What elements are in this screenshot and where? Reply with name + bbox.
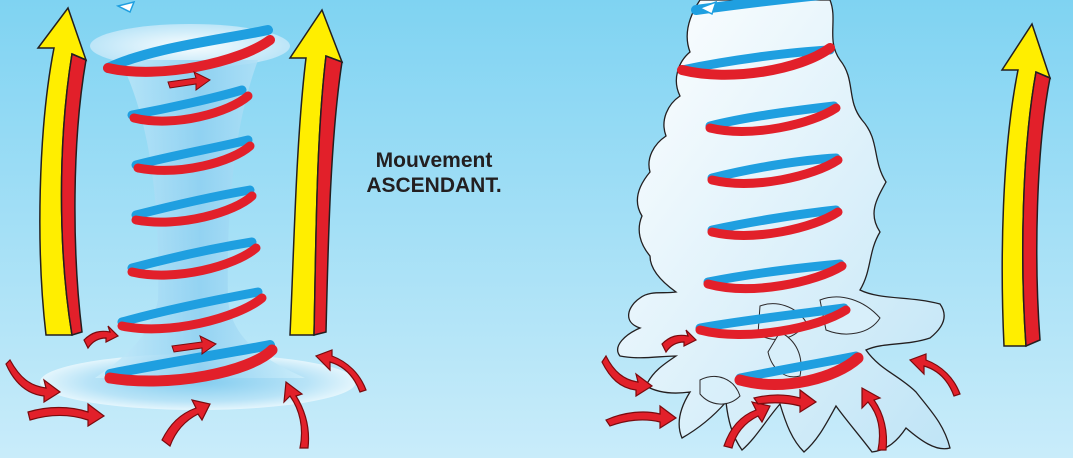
inflow-arrow-icon	[314, 349, 367, 393]
inflow-arrow-icon	[27, 402, 106, 428]
updraft-arrow-far-right-icon	[1000, 22, 1052, 348]
updraft-arrow-left-icon	[36, 6, 88, 336]
caption-line-2: ASCENDANT.	[366, 174, 502, 197]
rotation-ribbon-front	[103, 35, 278, 387]
spiral-tip-arrow-icon	[698, 0, 718, 16]
caption: Mouvement ASCENDANT.	[318, 148, 550, 198]
inflow-arrow-icon	[5, 359, 62, 404]
inflow-arrow-icon	[283, 380, 310, 449]
rotation-ribbon-front	[677, 43, 864, 390]
right-tornado-cloud	[601, 0, 1052, 453]
updraft-arrow-right-icon	[288, 8, 344, 336]
spiral-tip-arrow-icon	[115, 0, 136, 14]
tornado-debris-cloud	[617, 0, 951, 453]
inflow-arrow-icon	[861, 386, 888, 451]
inflow-arrow-icon	[83, 325, 120, 350]
inflow-arrow-icon	[908, 353, 961, 397]
inflow-arrow-icon	[753, 388, 818, 414]
inflow-arrow-icon	[161, 399, 211, 447]
left-tornado-model	[5, 0, 367, 449]
inflow-arrow-icon	[661, 329, 698, 354]
inner-rotation-arrows	[167, 71, 217, 355]
inflow-arrow-icon	[605, 404, 678, 430]
inflow-arrow-icon	[601, 354, 654, 398]
rotation-ribbon-back	[103, 25, 275, 379]
inflow-arrows-right	[601, 329, 961, 451]
inflow-arrows-left	[5, 325, 367, 449]
caption-line-1: Mouvement	[375, 149, 493, 172]
inflow-arrow-icon	[723, 401, 771, 449]
